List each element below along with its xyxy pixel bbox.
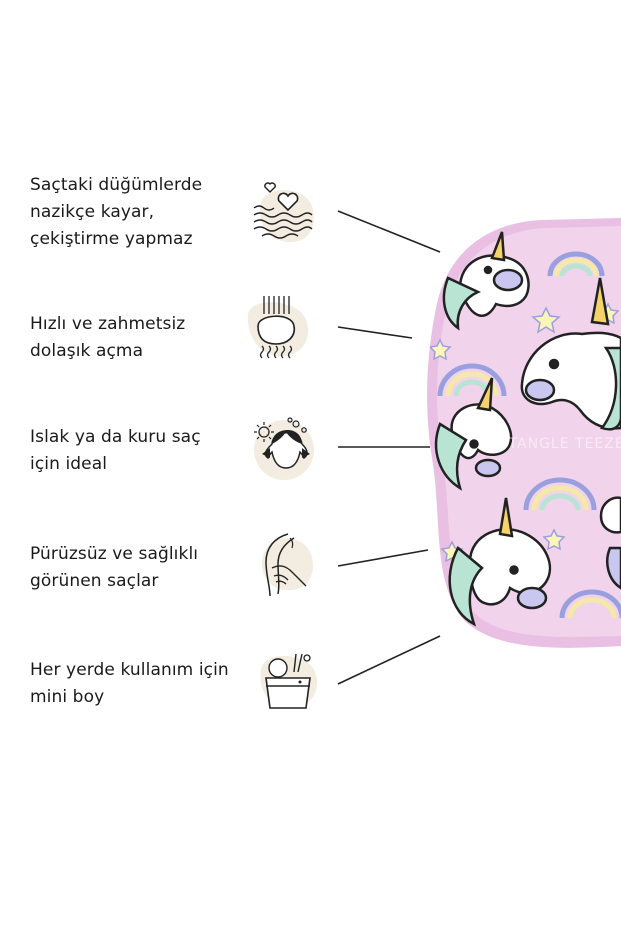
feature-text-line: mini boy [30,687,105,707]
feature-gentle: Saçtaki düğümlerde nazikçe kayar, çekişt… [30,172,235,253]
feature-text-line: görünen saçlar [30,571,159,591]
heart-waves-icon [248,178,320,250]
brand-watermark: TANGLE TEEZER [508,436,621,452]
connector-line-4 [337,549,429,567]
detangle-hair-icon [242,292,314,364]
feature-text-line: Hızlı ve zahmetsiz [30,314,186,334]
feature-mini: Her yerde kullanım için mini boy [30,657,235,711]
connector-line-2 [337,326,413,339]
feature-smooth: Pürüzsüz ve sağlıklı görünen saçlar [30,541,235,595]
rainbow-shape [437,251,621,619]
feature-text-line: Pürüzsüz ve sağlıklı [30,544,199,564]
feature-detangle: Hızlı ve zahmetsiz dolaşık açma [30,311,235,365]
feature-text-line: Islak ya da kuru saç [30,427,201,447]
unicorn-brush-image: TANGLE TEEZER [422,218,621,650]
feature-text-line: için ideal [30,454,108,474]
travel-bag-icon [252,646,324,718]
wet-dry-hair-icon [246,410,318,482]
feature-text-line: Saçtaki düğümlerde [30,175,203,195]
feature-text-line: Her yerde kullanım için [30,660,229,680]
feature-text-line: çekiştirme yapmaz [30,229,193,249]
feature-text-line: dolaşık açma [30,341,144,361]
smooth-hair-icon [248,528,320,600]
feature-text-line: nazikçe kayar, [30,202,155,222]
feature-wet-dry: Islak ya da kuru saç için ideal [30,424,235,478]
